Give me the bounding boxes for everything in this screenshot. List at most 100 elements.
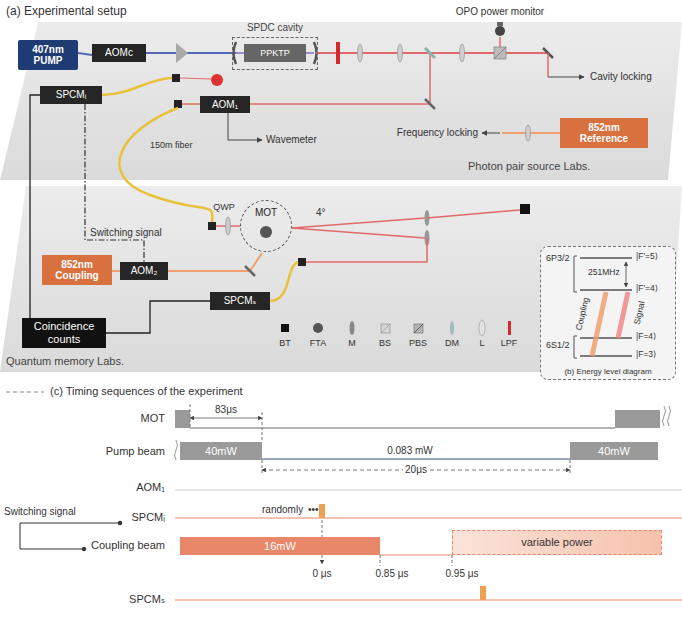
time-label: 0 μs — [312, 568, 331, 580]
timing-traces-part — [663, 406, 671, 426]
memory-optics-part — [298, 258, 306, 266]
node-text: 407nm PUMP — [21, 44, 75, 67]
source-optics-part — [495, 26, 505, 36]
source-optics-part — [176, 43, 188, 63]
time-label: 0.85 μs — [375, 568, 408, 580]
signal-label: Switching signal — [90, 227, 162, 239]
legend-symbols-part — [414, 324, 423, 333]
memory-optics-part — [427, 210, 520, 218]
node-text: Coincidence counts — [25, 320, 103, 345]
power-bar: 40mW — [570, 442, 658, 460]
source-optics-part — [429, 53, 431, 104]
source-optics-part — [119, 108, 212, 222]
source-optics-part — [250, 103, 430, 105]
duration-label: 20μs — [403, 464, 429, 476]
connector — [78, 53, 92, 55]
node-text: AOM₁ — [212, 99, 238, 111]
power-label: 0.083 mW — [387, 445, 433, 457]
source-optics-part — [398, 44, 403, 62]
mot-circle: MOT — [240, 200, 292, 252]
output-label: Frequency locking — [397, 127, 478, 139]
detector-box: SPCMᵢ — [40, 86, 102, 104]
splitting-label: 251MHz — [588, 268, 620, 278]
source-optics-part — [425, 99, 435, 109]
timing-traces-part — [319, 504, 325, 518]
source-optics-part — [234, 42, 237, 64]
timing-traces-part — [190, 427, 615, 429]
laser-box: 852nm Reference — [560, 118, 648, 148]
note-label: randomly — [262, 504, 303, 516]
source-optics-part — [494, 47, 506, 59]
timing-traces-part — [175, 518, 682, 519]
laser-box: 407nm PUMP — [18, 40, 78, 70]
node-text: PPKTP — [260, 48, 290, 58]
source-optics-part — [425, 48, 435, 58]
legend-text: BS — [379, 338, 391, 348]
node-text: 40mW — [598, 445, 630, 458]
legend-symbols-part — [381, 324, 390, 333]
node-text: SPDC cavity — [247, 22, 303, 34]
memory-optics-part — [292, 228, 425, 238]
part-label: QWP — [213, 202, 235, 212]
row-label: Pump beam — [106, 445, 165, 458]
source-optics-part — [102, 78, 172, 95]
energy-levels-part — [580, 355, 632, 357]
timing-traces-part — [6, 392, 44, 393]
legend-text: PBS — [409, 338, 427, 348]
panel-title: (a) Experimental setup — [6, 5, 127, 19]
source-optics-part — [211, 74, 223, 86]
node-text: (b) Energy level diagram — [564, 367, 651, 376]
note-label: ••• — [308, 504, 319, 516]
legend-symbols — [281, 320, 511, 336]
node-text: MOT — [255, 207, 277, 219]
energy-levels-part — [580, 289, 632, 291]
energy-levels-part — [574, 256, 577, 292]
inset-panel: (b) Energy level diagram — [540, 246, 676, 380]
lab-plane-part — [0, 22, 682, 180]
transition-label: Signal — [633, 300, 648, 325]
timing-traces-part — [118, 521, 122, 525]
connector — [30, 95, 40, 318]
node-text: AOM₂ — [131, 265, 158, 277]
source-optics — [102, 22, 584, 222]
source-optics-part — [499, 37, 501, 47]
timing-traces-part — [82, 547, 86, 551]
legend-symbols-part — [281, 324, 289, 332]
energy-levels — [540, 246, 676, 380]
legend-symbols-part — [381, 324, 390, 333]
source-optics-part — [482, 133, 500, 134]
detector-box: SPCMₛ — [210, 292, 270, 310]
memory-optics-part — [168, 270, 250, 272]
memory-optics — [112, 204, 530, 301]
legend-text: DM — [445, 338, 459, 348]
memory-optics-part — [112, 270, 120, 272]
timing-traces-part — [20, 523, 120, 524]
timing-traces-part — [175, 600, 682, 601]
transition-label: Coupling — [574, 297, 591, 332]
source-optics-part — [180, 78, 211, 79]
row-label: AOM₁ — [136, 481, 165, 494]
source-optics-part — [358, 44, 363, 62]
aom-box: AOM₂ — [120, 262, 168, 280]
legend-text: FTA — [310, 338, 326, 348]
timing-traces-part — [615, 410, 660, 428]
timing-traces-part — [262, 460, 263, 474]
node-text: 16mW — [264, 540, 296, 553]
laser-box: 852nm Coupling — [42, 255, 112, 285]
panel-title: (c) Timing sequences of the experiment — [50, 385, 243, 398]
aom-box: AOMc — [92, 44, 146, 62]
timing-traces-part — [175, 410, 190, 428]
level-label: 6P3/2 — [546, 253, 570, 263]
energy-levels-part — [618, 292, 628, 338]
aom-box: AOM₁ — [200, 96, 250, 113]
source-optics-part — [174, 100, 182, 108]
output-label: Wavemeter — [266, 134, 317, 146]
node-text: variable power — [521, 536, 593, 549]
row-label: SPCMᵢ — [131, 511, 165, 524]
source-optics-part — [526, 125, 531, 141]
power-bar: 40mW — [180, 442, 262, 460]
power-bar: 16mW — [180, 537, 380, 555]
lab-label: Photon pair source Labs. — [468, 160, 590, 173]
timing-traces-part — [570, 460, 571, 474]
